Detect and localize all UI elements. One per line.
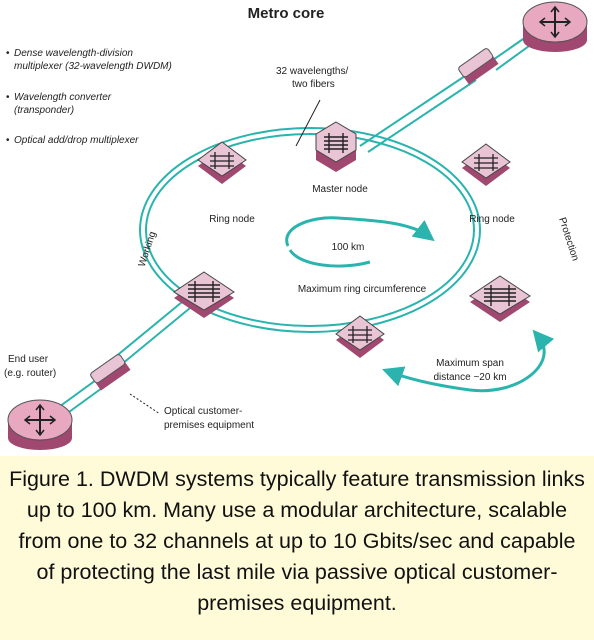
ring-node-bottom-oadm-icon (335, 315, 385, 358)
legend: • Dense wavelength-division multiplexer … (6, 48, 172, 146)
master-node-label: Master node (312, 184, 368, 195)
legend-bullet: • (6, 92, 10, 103)
protection-label: Protection (556, 216, 580, 262)
optical-cpe-icon (90, 354, 131, 391)
figure-caption: Figure 1. DWDM systems typically feature… (0, 456, 594, 640)
master-node-dwdm-icon (315, 121, 357, 172)
legend-bullet: • (6, 48, 10, 59)
ring-node-right-label: Ring node (469, 214, 515, 225)
max-span-arrow (382, 329, 555, 393)
max-ring-label: Maximum ring circumference (298, 284, 427, 295)
legend-bullet: • (6, 135, 10, 146)
ocpe-label-line1: Optical customer- (164, 406, 242, 417)
ring-node-right-oadm-icon (461, 143, 511, 186)
transponder-icon (458, 48, 499, 85)
legend-transponder-line1: Wavelength converter (14, 92, 112, 103)
ring-distance-label: 100 km (332, 242, 365, 253)
end-user-router-icon (7, 399, 73, 450)
legend-item-dwdm: • Dense wavelength-division multiplexer … (6, 48, 172, 72)
ring-node-left-label: Ring node (209, 214, 255, 225)
ring-direction-arrow-tail (288, 249, 371, 268)
legend-oadm-line1: Optical add/drop multiplexer (14, 135, 139, 146)
ring-node-left-oadm-icon (197, 141, 247, 184)
max-span-label-line2: distance ~20 km (433, 372, 506, 383)
wavelengths-label-line2: two fibers (292, 79, 335, 90)
legend-transponder-line2: (transponder) (14, 105, 74, 116)
ocpe-label-line2: premises equipment (164, 420, 254, 431)
metro-core-link (359, 29, 541, 153)
wavelengths-label-line1: 32 wavelengths/ (276, 66, 348, 77)
end-user-label-line2: (e.g. router) (4, 368, 56, 379)
ring-node-lower-left-dwdm-icon (173, 271, 235, 318)
legend-dwdm-line2: multiplexer (32-wavelength DWDM) (14, 61, 172, 72)
wavelengths-leader (295, 99, 321, 147)
fiber-ring (139, 127, 481, 333)
metro-core-router-icon (522, 1, 588, 52)
legend-item-oadm: • Optical add/drop multiplexer (6, 135, 139, 146)
legend-dwdm-line1: Dense wavelength-division (14, 48, 133, 59)
ocpe-leader (129, 393, 161, 415)
ring-node-lower-right-dwdm-icon (469, 275, 531, 322)
end-user-label-line1: End user (8, 354, 49, 365)
diagram-title: Metro core (248, 5, 325, 22)
dwdm-network-diagram: Metro core • Dense wavelength-division m… (4, 1, 588, 450)
legend-item-transponder: • Wavelength converter (transponder) (6, 92, 112, 116)
max-span-label-line1: Maximum span (436, 358, 504, 369)
ring-direction-arrow (285, 216, 435, 247)
